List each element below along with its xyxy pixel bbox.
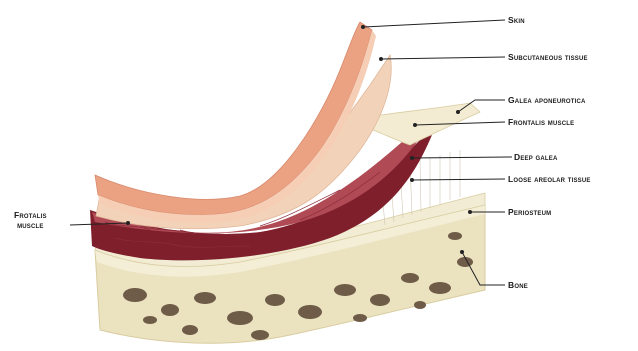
label-frontalis-muscle: Frontalis muscle: [508, 117, 574, 127]
label-frotalis-left-line1: Frotalis: [14, 210, 47, 220]
label-periosteum: Periosteum: [508, 207, 551, 217]
label-loose-areolar-tissue: Loose areolar tissue: [508, 174, 591, 184]
label-galea-aponeurotica: Galea aponeurotica: [508, 95, 586, 105]
label-subcutaneous-tissue: Subcutaneous tissue: [508, 52, 588, 62]
label-deep-galea: Deep galea: [514, 152, 558, 162]
skin-layer: [95, 22, 372, 215]
label-frotalis-left: Frotalis muscle: [14, 210, 47, 230]
label-bone: Bone: [508, 280, 528, 290]
label-skin: Skin: [508, 15, 525, 25]
label-frotalis-left-line2: muscle: [14, 220, 47, 230]
